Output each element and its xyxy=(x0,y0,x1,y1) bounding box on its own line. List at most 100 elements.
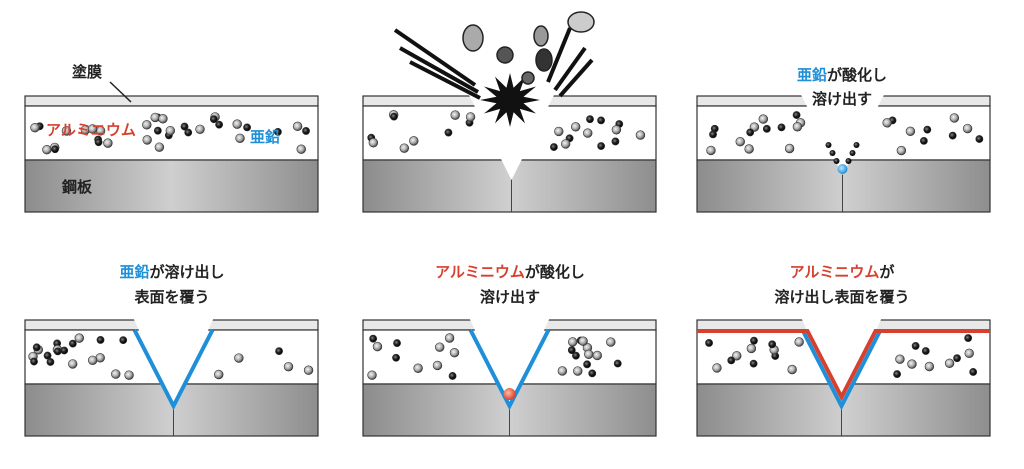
zinc-particle xyxy=(768,340,777,349)
zinc-particle xyxy=(243,123,251,132)
aluminium-particle xyxy=(444,333,455,343)
zinc-particle xyxy=(953,354,961,363)
zinc-particle xyxy=(53,347,62,356)
scratch-notch xyxy=(798,90,887,175)
zinc-particle xyxy=(611,137,620,146)
impact-speed-line xyxy=(553,46,587,92)
aluminium-particle xyxy=(367,370,377,380)
panel3-caption-line2: 溶け出す xyxy=(812,90,872,108)
aluminium-particle xyxy=(409,136,419,146)
dissolving-particle xyxy=(853,142,860,148)
aluminium-particle xyxy=(554,126,564,137)
zinc-ion-dot xyxy=(837,164,848,174)
scratch-notch xyxy=(131,314,216,406)
coating-label: 塗膜 xyxy=(72,63,102,81)
aluminium-particle xyxy=(712,363,722,373)
zinc-particle xyxy=(964,334,973,342)
panel-4 xyxy=(24,314,319,437)
zinc-particle xyxy=(762,124,771,133)
aluminium-particle xyxy=(746,343,757,354)
zinc-particle xyxy=(60,346,69,355)
zinc-particle xyxy=(96,336,105,344)
dissolving-particle xyxy=(849,150,856,156)
aluminium-particle xyxy=(583,128,593,138)
impact-speed-line xyxy=(399,46,479,94)
aluminium-particle xyxy=(413,363,423,373)
zinc-film-line xyxy=(800,329,883,411)
aluminium-particle xyxy=(882,118,892,128)
impact-speed-line xyxy=(558,58,594,98)
zinc-particle xyxy=(275,347,283,355)
aluminium-particle xyxy=(758,114,769,124)
aluminium-particle xyxy=(235,133,245,144)
panel-6 xyxy=(696,314,991,437)
aluminium-particle xyxy=(124,370,134,380)
stone-chip-icon xyxy=(496,46,514,64)
aluminium-particle xyxy=(784,143,795,154)
zinc-particle xyxy=(393,339,401,347)
zinc-particle xyxy=(613,359,622,368)
panel5-caption-line2: 溶け出す xyxy=(480,288,540,306)
aluminium-particle xyxy=(744,144,754,154)
aluminium-particle xyxy=(30,122,40,133)
aluminium-particle xyxy=(68,359,78,369)
zinc-particle xyxy=(444,128,453,137)
panel6-caption-line2: 溶け出し表面を覆う xyxy=(774,288,909,306)
aluminium-particle xyxy=(584,349,594,359)
aluminium-particle xyxy=(449,347,460,358)
zinc-particle xyxy=(583,360,591,369)
aluminium-particle xyxy=(573,366,583,376)
aluminium-particle xyxy=(964,348,974,359)
aluminium-particle xyxy=(732,351,742,361)
aluminium-particle xyxy=(195,124,205,134)
aluminium-particle xyxy=(111,369,121,379)
stone-chip-icon xyxy=(535,48,553,72)
aluminium-particle xyxy=(735,136,745,147)
aluminium-particle xyxy=(905,126,916,137)
zinc-particle xyxy=(749,359,758,368)
aluminium-particle xyxy=(142,120,152,130)
aluminium-particle xyxy=(907,359,917,369)
aluminium-particle xyxy=(895,354,905,364)
impact-starburst-icon xyxy=(480,73,540,127)
aluminium-particle xyxy=(560,139,571,149)
aluminium-particle xyxy=(570,122,581,132)
steel-plate xyxy=(24,159,319,213)
aluminium-particle xyxy=(232,119,242,129)
zinc-particle xyxy=(975,135,984,143)
dissolving-particle xyxy=(825,142,832,148)
zinc-particle xyxy=(274,127,282,136)
zinc-particle xyxy=(727,356,736,365)
zinc-particle xyxy=(597,116,605,125)
aluminium-particle xyxy=(303,365,314,375)
stone-chip-icon xyxy=(462,24,484,52)
scratch-notch xyxy=(467,314,552,406)
zinc-particle xyxy=(777,123,786,132)
zinc-particle xyxy=(30,357,38,366)
panel-3 xyxy=(696,90,991,213)
aluminium-particle xyxy=(794,337,804,347)
zinc-particle xyxy=(215,120,224,129)
panel-5 xyxy=(362,314,657,437)
zinc-particle xyxy=(302,127,310,135)
aluminium-particle xyxy=(368,138,379,148)
aluminium-particle xyxy=(962,123,973,134)
stone-chip-icon xyxy=(521,71,535,85)
aluminium-ion-dot xyxy=(503,388,516,400)
coating-layer xyxy=(24,95,319,107)
zinc-particle xyxy=(180,122,189,131)
aluminium-particle xyxy=(283,361,294,372)
zinc-particle xyxy=(709,130,717,139)
zinc-particle xyxy=(119,336,128,345)
aluminium-particle xyxy=(606,337,616,347)
aluminium-particle xyxy=(792,122,803,132)
zinc-particle xyxy=(209,115,218,124)
aluminium-particle xyxy=(611,125,622,135)
aluminium-label: アルミニウム xyxy=(46,121,136,139)
zinc-particle xyxy=(948,131,957,140)
zinc-particle xyxy=(597,142,606,150)
aluminium-particle xyxy=(567,337,578,347)
zinc-particle xyxy=(921,347,930,355)
zinc-film-line xyxy=(468,329,551,411)
